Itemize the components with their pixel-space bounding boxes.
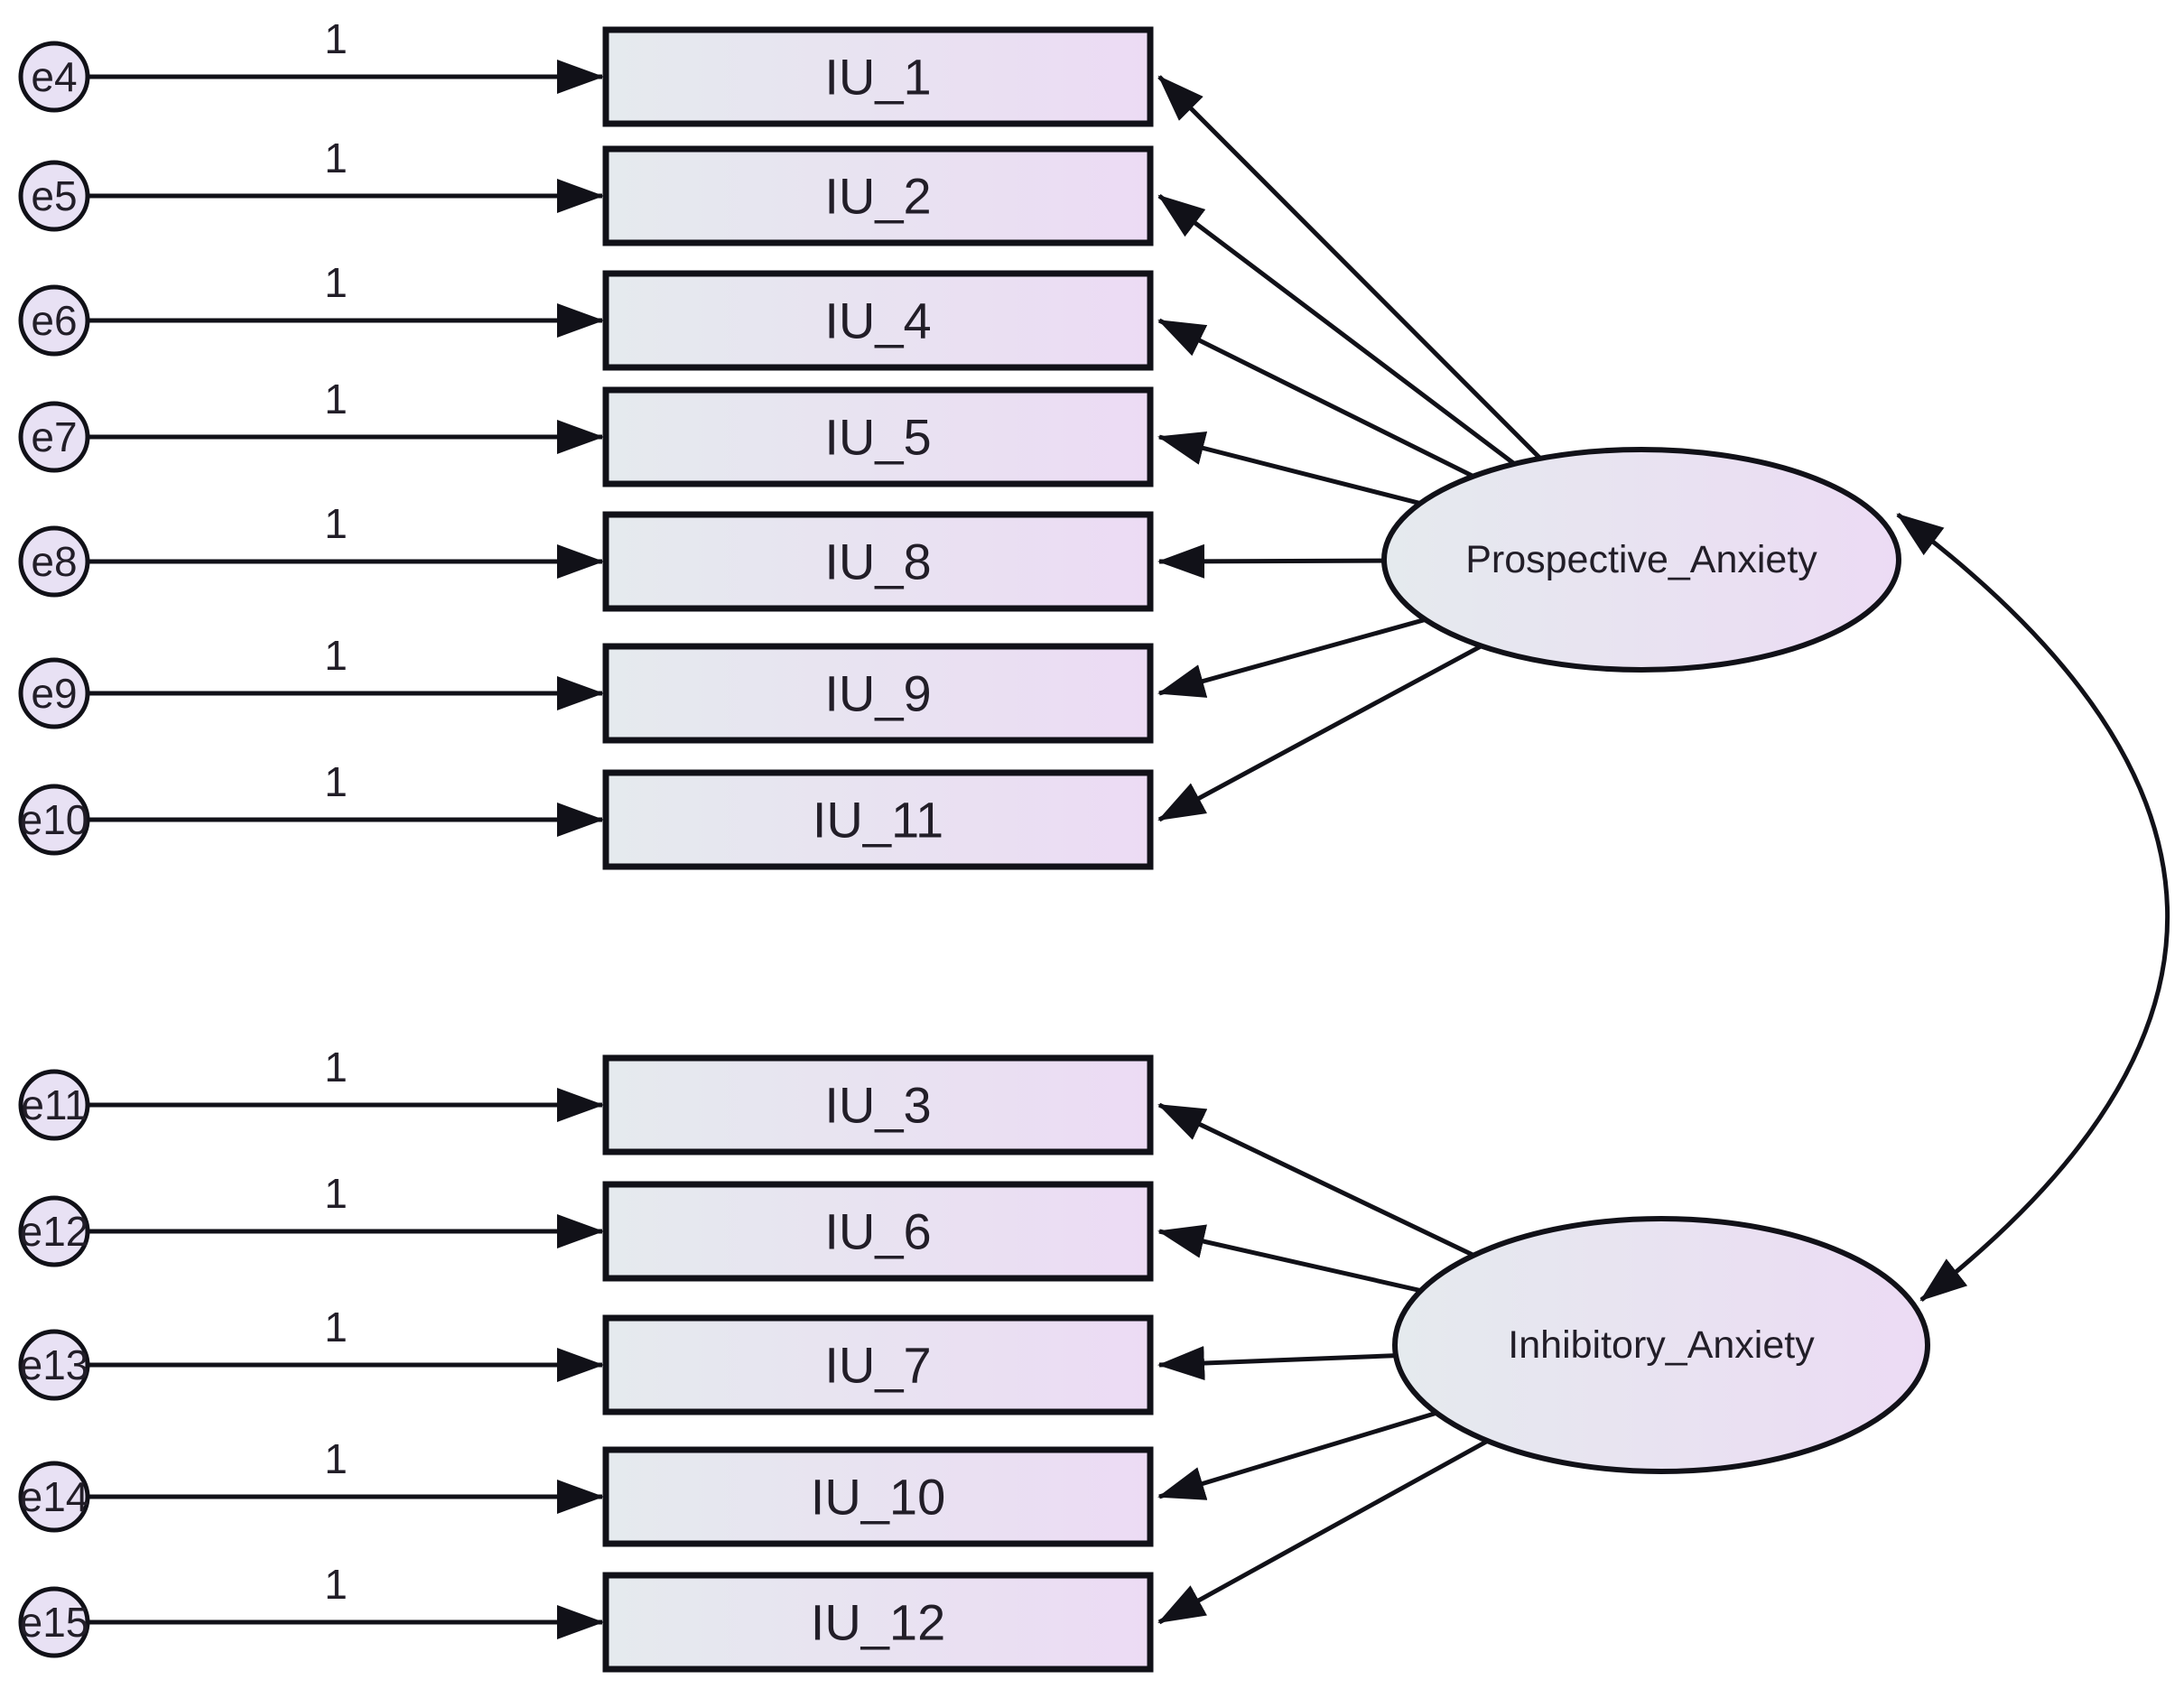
error-label-e15: e15 — [20, 1599, 89, 1646]
loading-weight-e4: 1 — [324, 15, 348, 62]
loading-weight-e7: 1 — [324, 376, 348, 422]
error-label-e5: e5 — [31, 172, 77, 219]
loading-weight-e5: 1 — [324, 135, 348, 181]
loading-weight-e14: 1 — [324, 1435, 348, 1482]
error-label-e6: e6 — [31, 297, 77, 344]
indicator-label-IU_12: IU_12 — [811, 1594, 945, 1651]
indicator-label-IU_1: IU_1 — [824, 49, 931, 106]
error-circle-e13 — [18, 1329, 90, 1401]
loading-weight-e11: 1 — [324, 1044, 348, 1090]
indicator-label-IU_2: IU_2 — [824, 168, 931, 225]
indicator-rect-IU_8 — [602, 511, 1154, 612]
indicator-rect-IU_3 — [602, 1054, 1154, 1155]
error-label-e8: e8 — [31, 538, 77, 585]
error-label-e12: e12 — [20, 1208, 89, 1255]
covariance-arrow — [1896, 512, 2170, 1302]
indicator-rect-IU_4 — [602, 270, 1154, 371]
error-circle-e9 — [18, 657, 90, 729]
indicator-rect-IU_6 — [602, 1181, 1154, 1282]
error-circle-e10 — [18, 784, 90, 856]
error-label-e9: e9 — [31, 670, 77, 717]
loading-weight-e13: 1 — [324, 1304, 348, 1350]
error-label-e11: e11 — [21, 1081, 87, 1128]
error-circle-e12 — [18, 1195, 90, 1267]
indicator-rect-IU_12 — [602, 1572, 1154, 1673]
indicator-label-IU_7: IU_7 — [824, 1337, 931, 1394]
loading-weight-e15: 1 — [324, 1561, 348, 1608]
indicator-label-IU_11: IU_11 — [813, 792, 943, 849]
indicator-label-IU_4: IU_4 — [824, 292, 931, 349]
error-circle-e11 — [18, 1069, 90, 1141]
loading-weight-e6: 1 — [324, 259, 348, 306]
indicator-label-IU_6: IU_6 — [824, 1203, 931, 1260]
loading-weight-e9: 1 — [324, 632, 348, 679]
indicator-label-IU_3: IU_3 — [824, 1077, 931, 1134]
latent-label-prospective: Prospective_Anxiety — [1465, 538, 1817, 581]
error-label-e4: e4 — [31, 53, 77, 100]
indicator-label-IU_9: IU_9 — [824, 665, 931, 722]
error-label-e10: e10 — [20, 796, 89, 843]
indicator-label-IU_5: IU_5 — [824, 409, 931, 466]
loading-weight-e10: 1 — [324, 758, 348, 805]
error-circle-e14 — [18, 1461, 90, 1533]
error-circle-e15 — [18, 1586, 90, 1658]
loading-weight-e12: 1 — [324, 1170, 348, 1217]
error-label-e13: e13 — [20, 1341, 89, 1388]
error-label-e14: e14 — [20, 1473, 89, 1520]
indicator-rect-IU_7 — [602, 1314, 1154, 1415]
latent-ellipse-inhibitory — [1392, 1216, 1930, 1474]
indicator-rect-IU_11 — [602, 769, 1154, 870]
indicator-rect-IU_5 — [602, 386, 1154, 487]
indicator-rect-IU_2 — [602, 145, 1154, 246]
loading-weight-e8: 1 — [324, 500, 348, 547]
indicator-rect-IU_9 — [602, 643, 1154, 744]
error-circle-e6 — [18, 284, 90, 357]
error-circle-e4 — [18, 41, 90, 113]
error-circle-e8 — [18, 525, 90, 598]
latent-ellipse-prospective — [1381, 447, 1901, 673]
indicator-label-IU_8: IU_8 — [824, 534, 931, 590]
error-circle-e7 — [18, 401, 90, 473]
indicator-rect-IU_10 — [602, 1446, 1154, 1547]
error-circle-e5 — [18, 160, 90, 232]
indicator-rect-IU_1 — [602, 26, 1154, 127]
indicator-label-IU_10: IU_10 — [811, 1469, 945, 1526]
latent-label-inhibitory: Inhibitory_Anxiety — [1508, 1323, 1815, 1367]
error-label-e7: e7 — [31, 413, 77, 460]
